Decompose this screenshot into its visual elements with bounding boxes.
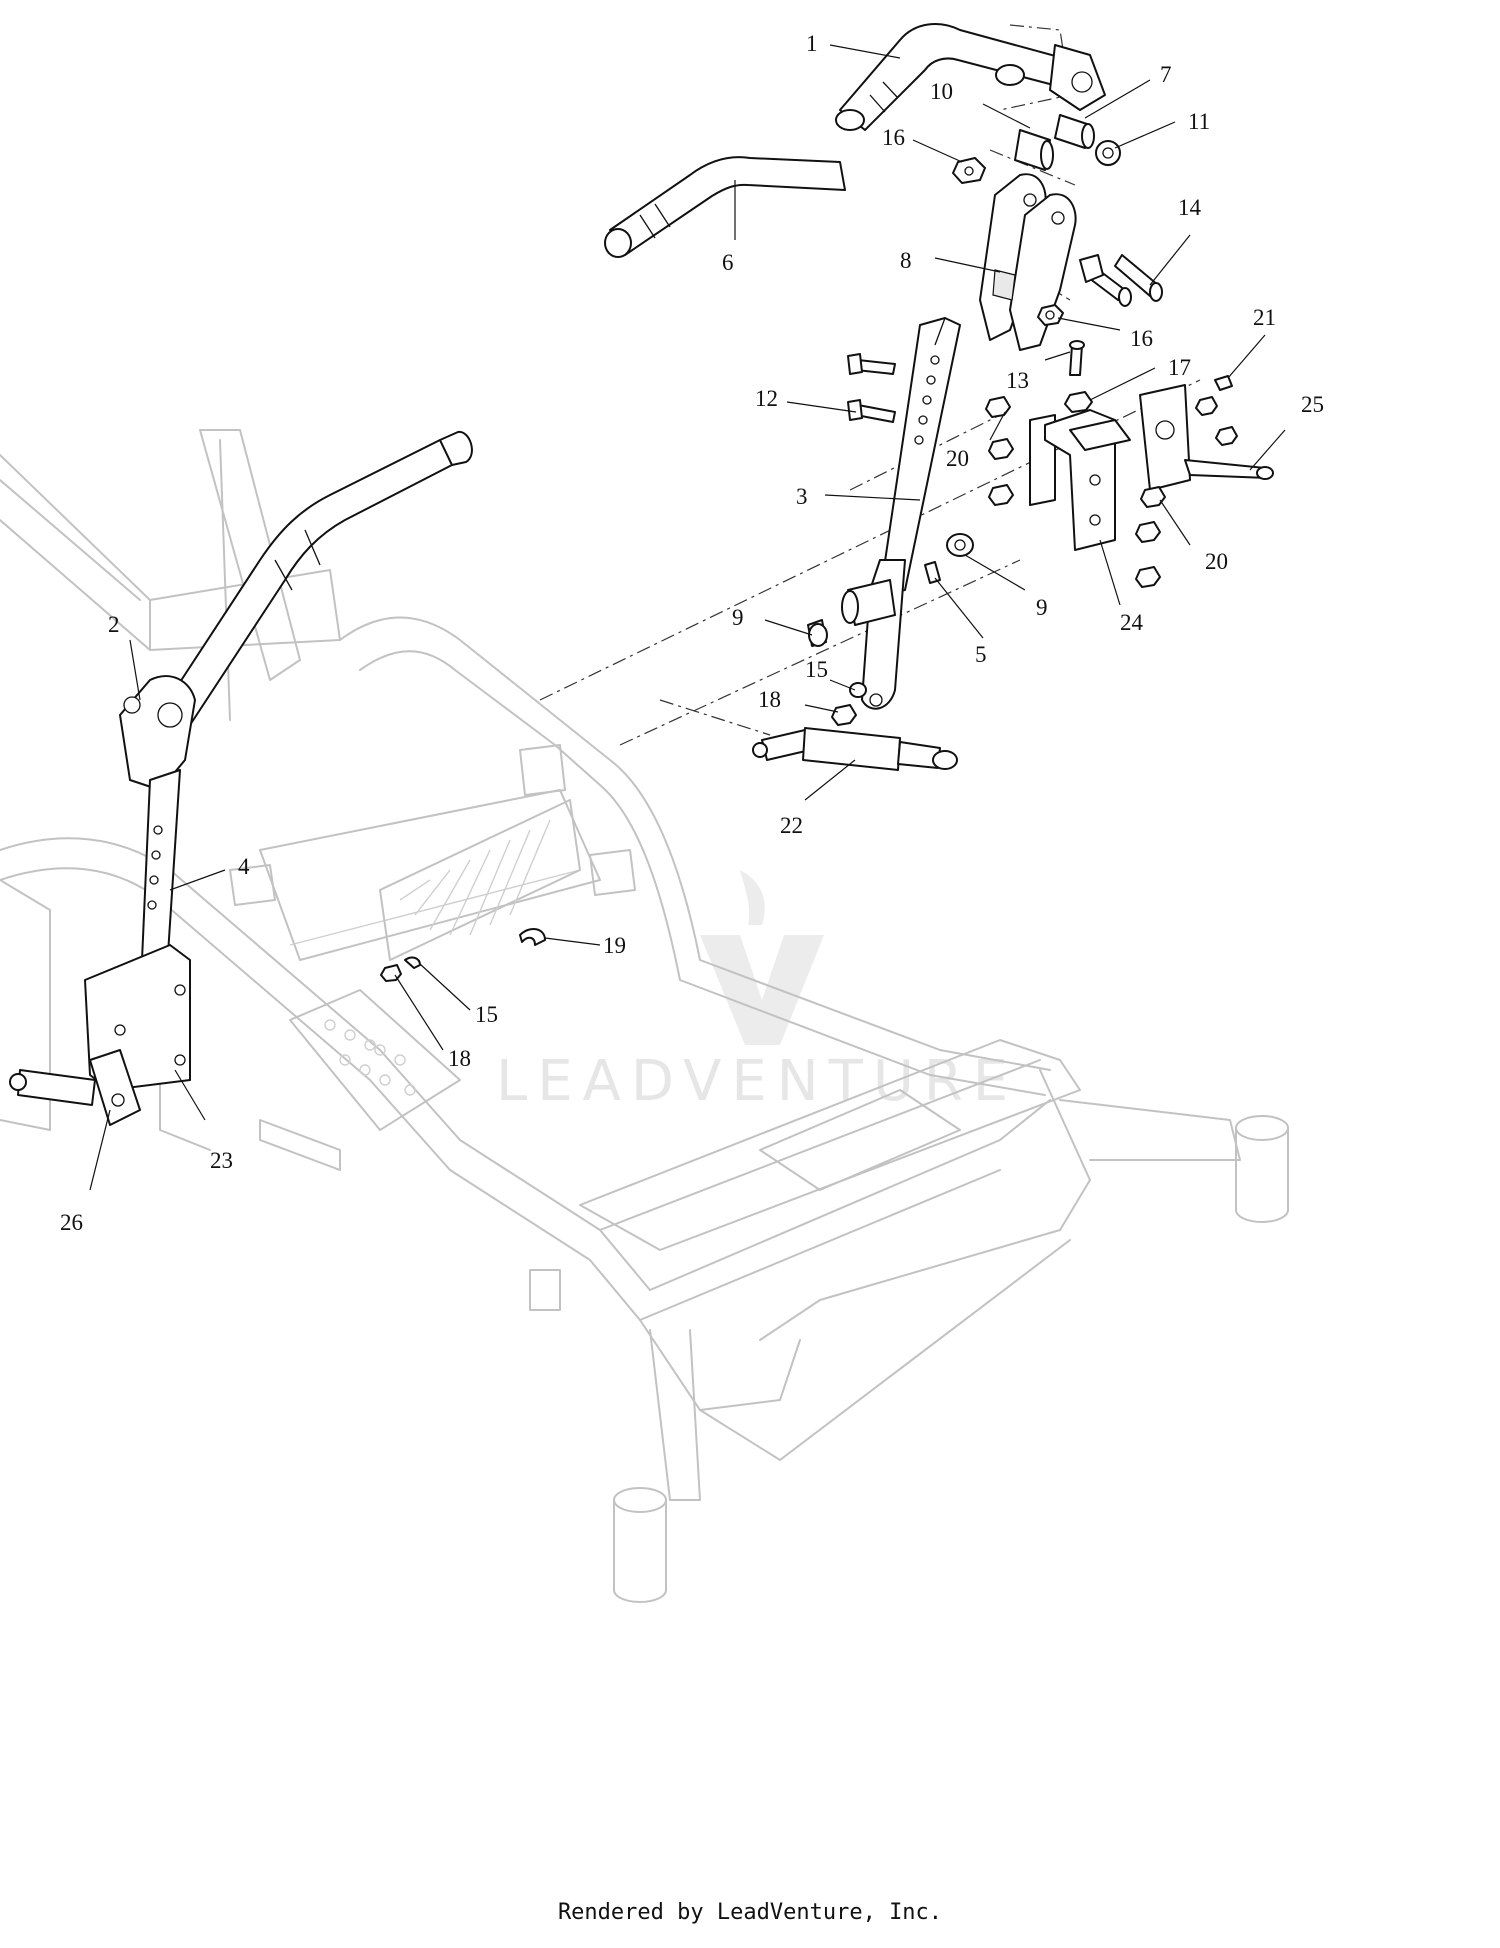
callout-4: 4 [238,854,250,879]
part-9-bushings [807,533,974,647]
watermark: LEADVENTURE [496,870,1018,1114]
part-13-pin [1069,340,1085,376]
callout-15-upper: 15 [805,657,828,682]
part-24-mounting-plate [1029,409,1131,551]
foot-plate [289,989,461,1131]
part-3-lever-arm [841,317,961,710]
part-8-pivot-brackets [979,173,1077,351]
part-6-handle-grip [604,156,846,258]
watermark-logo [700,870,824,1045]
callout-11: 11 [1188,109,1210,134]
part-19-clip [519,928,546,946]
leader-lines [89,44,1286,1191]
callout-23: 23 [210,1148,233,1173]
callout-22: 22 [780,813,803,838]
callout-20-left: 20 [946,446,969,471]
callout-2: 2 [108,612,120,637]
part-18-nut [831,704,857,726]
callout-5: 5 [975,642,987,667]
part-15-clip [849,682,867,698]
part-21-nut [1214,375,1233,391]
callout-10: 10 [930,79,953,104]
callout-25: 25 [1301,392,1324,417]
exploded-parts [380,23,1274,982]
part-15-clip-lower [404,956,421,969]
callout-8: 8 [900,248,912,273]
part-16-nut-lower [1037,304,1064,326]
callout-13: 13 [1006,368,1029,393]
callout-1: 1 [806,31,818,56]
part-22-damper [752,727,958,771]
part-1-handle-bracket [835,23,1106,131]
callouts: 1 2 3 4 5 6 7 8 9 9 10 11 12 13 14 15 15… [60,31,1324,1235]
callout-3: 3 [796,484,808,509]
part-5-pin [924,561,941,584]
callout-21: 21 [1253,305,1276,330]
callout-9-left: 9 [732,605,744,630]
part-25-bracket [1139,384,1274,491]
callout-14: 14 [1178,195,1202,220]
mower-frame [0,429,1289,1603]
callout-15-lower: 15 [475,1002,498,1027]
part-17-nut [1064,391,1093,413]
callout-19: 19 [603,933,626,958]
watermark-text: LEADVENTURE [496,1049,1018,1114]
footer-credit: Rendered by LeadVenture, Inc. [557,1900,943,1925]
callout-7: 7 [1160,62,1172,87]
part-11-washer [1095,140,1121,166]
part-7-bushing [1054,114,1095,149]
callout-24: 24 [1120,610,1144,635]
callout-12: 12 [755,386,778,411]
callout-6: 6 [722,250,734,275]
callout-18-upper: 18 [758,687,781,712]
callout-20-right: 20 [1205,549,1228,574]
callout-9-right: 9 [1036,595,1048,620]
louvered-guard [379,799,581,961]
callout-16-upper: 16 [882,125,905,150]
part-20-nuts [985,396,1238,588]
callout-17: 17 [1168,355,1191,380]
callout-26: 26 [60,1210,83,1235]
callout-16-lower: 16 [1130,326,1153,351]
part-16-nut-upper [952,157,986,184]
part-12-bolts [847,353,896,423]
callout-18-lower: 18 [448,1046,471,1071]
part-10-spacer [1014,129,1054,171]
part-14-bolts [1079,254,1163,307]
installed-control-arm [9,430,473,1126]
